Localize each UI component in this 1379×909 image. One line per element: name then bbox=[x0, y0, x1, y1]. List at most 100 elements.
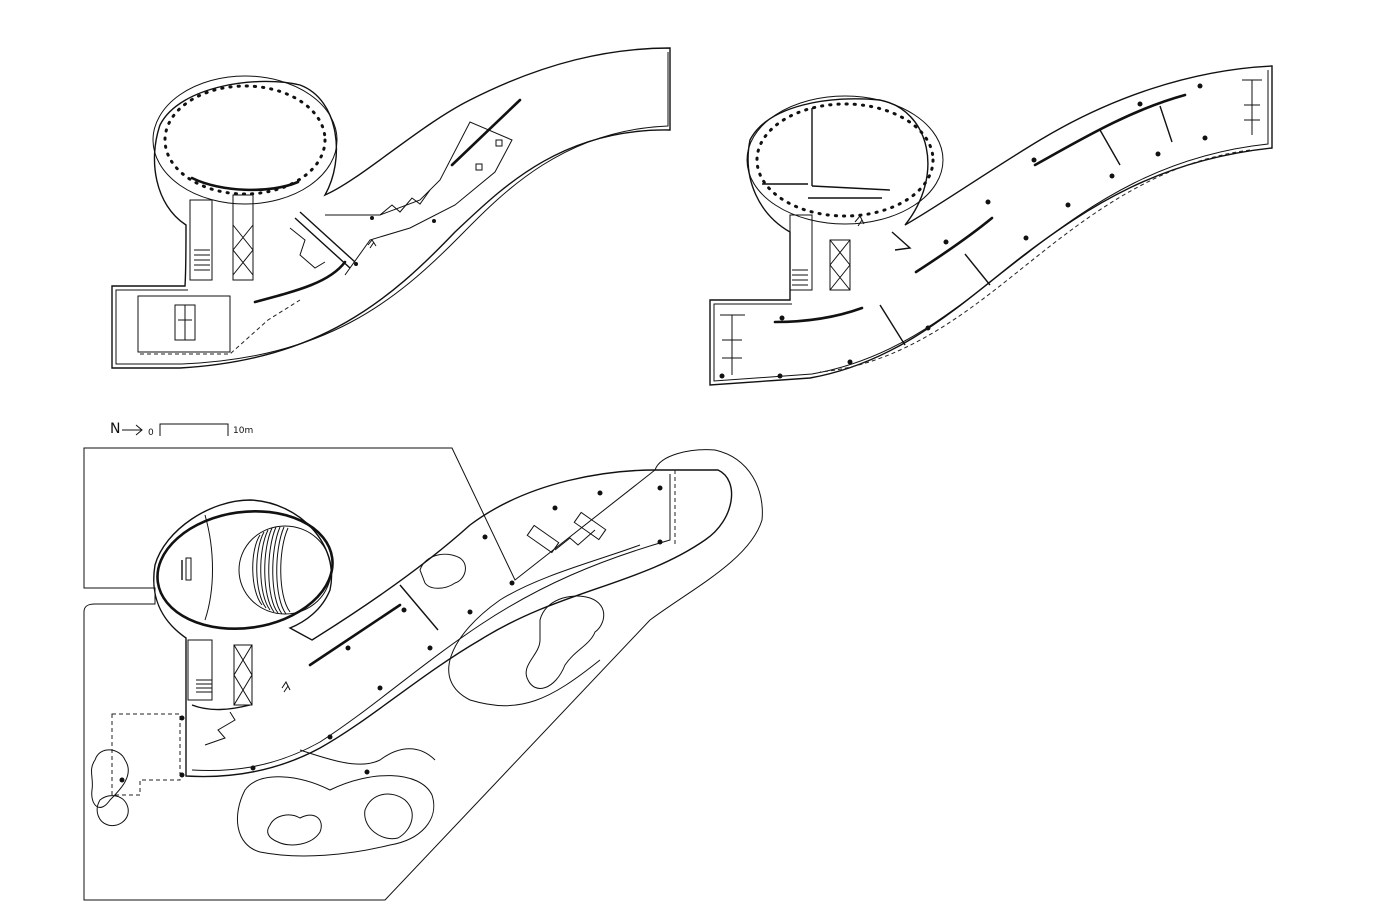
plan2-core-right bbox=[829, 239, 851, 291]
plan2-wc-right bbox=[1242, 79, 1262, 135]
plan1-upper-wall bbox=[450, 98, 522, 167]
plan1-zigzag bbox=[379, 189, 431, 216]
plan2-column-8 bbox=[1202, 135, 1208, 141]
plan2-column-10 bbox=[1137, 101, 1143, 107]
plan2-gallery-wall-mid bbox=[914, 216, 994, 274]
ground-stage-slot bbox=[185, 557, 192, 581]
plan-upper-floor-left bbox=[111, 47, 671, 369]
plan2-column-7 bbox=[1155, 151, 1161, 157]
plan2-figure bbox=[854, 215, 865, 227]
plan1-gallery-wall bbox=[253, 260, 347, 304]
plan1-vshape bbox=[289, 227, 326, 269]
plan2-column-13 bbox=[943, 239, 949, 245]
plan2-core-cross bbox=[829, 239, 851, 291]
plan-upper-floor-right bbox=[709, 65, 1273, 386]
north-arrow-icon bbox=[122, 424, 143, 436]
plan2-auditorium-wall bbox=[746, 95, 944, 225]
plan2-cross-wall-4 bbox=[1159, 105, 1173, 143]
plan2-partition-h1 bbox=[811, 185, 891, 191]
plan2-column-11 bbox=[1197, 83, 1203, 89]
plan1-bottom-room bbox=[137, 295, 231, 353]
ground-walkway-line bbox=[448, 544, 641, 707]
plan2-core-left bbox=[789, 214, 813, 291]
landscape-blob-6 bbox=[419, 553, 466, 589]
plan1-ramp-edge bbox=[294, 211, 356, 269]
plan1-inner-wall bbox=[115, 52, 669, 365]
plan2-column-4 bbox=[1023, 235, 1029, 241]
ground-display-case-2 bbox=[573, 511, 607, 541]
ground-display-zigzag bbox=[554, 529, 596, 551]
plan2-seating-ring bbox=[755, 102, 935, 218]
ground-terrace-line bbox=[111, 713, 181, 796]
ground-seating-arcs bbox=[238, 525, 332, 615]
ground-wall-diagonal-2 bbox=[399, 584, 439, 631]
landscape-blob-1 bbox=[525, 595, 605, 689]
landscape-blob-2 bbox=[91, 749, 129, 808]
plan2-column-9 bbox=[1031, 157, 1037, 163]
landscape-blob-3 bbox=[236, 775, 435, 857]
north-label: N bbox=[110, 421, 121, 437]
plan1-outer-wall bbox=[111, 47, 671, 369]
plan2-gallery-wall-upper bbox=[1033, 93, 1187, 167]
ground-columns bbox=[119, 485, 663, 783]
plan1-column-1 bbox=[354, 262, 358, 266]
plan2-column-2 bbox=[847, 359, 853, 365]
ground-core-left bbox=[187, 639, 213, 701]
plan1-core-right bbox=[232, 194, 254, 281]
plan2-column-6 bbox=[1109, 173, 1115, 179]
plan2-stairs bbox=[792, 269, 808, 286]
plan1-wc bbox=[174, 304, 196, 341]
plan1-column-2 bbox=[432, 219, 436, 223]
ground-vshape bbox=[204, 711, 236, 746]
ground-auditorium-divider bbox=[204, 514, 213, 621]
plan2-entry-wall bbox=[891, 231, 912, 251]
plan2-cross-wall-2 bbox=[964, 253, 991, 286]
plan2-wc-left bbox=[720, 314, 745, 375]
plan1-display-wall bbox=[325, 121, 513, 276]
plan1-column-sq-1 bbox=[475, 163, 483, 171]
ground-core-cross bbox=[233, 644, 253, 706]
plan2-column-3 bbox=[925, 325, 931, 331]
ground-building-outline bbox=[153, 469, 733, 778]
plan2-skin-line bbox=[819, 149, 1251, 373]
landscape-blob-5 bbox=[364, 793, 413, 840]
plan1-bottom-room-dash bbox=[140, 299, 301, 355]
ground-figure bbox=[281, 681, 291, 693]
plan1-column-sq-2 bbox=[495, 139, 503, 147]
scale-end-label: 10m bbox=[233, 426, 254, 436]
plan1-seating-ring bbox=[163, 84, 327, 196]
plan1-figure bbox=[367, 239, 377, 249]
plan2-outer-wall bbox=[709, 65, 1273, 386]
ground-stairs bbox=[196, 679, 212, 693]
ground-wall-lower bbox=[191, 704, 251, 711]
plan1-core-cross bbox=[232, 224, 254, 276]
plan2-cross-wall-1 bbox=[879, 304, 906, 346]
plan1-core-left bbox=[189, 199, 213, 281]
plan2-column-12 bbox=[985, 199, 991, 205]
plan1-column-3 bbox=[370, 216, 374, 220]
landscape-blob-7 bbox=[96, 795, 129, 827]
ground-auditorium-wall bbox=[156, 509, 334, 631]
plan2-gallery-wall-lower bbox=[773, 306, 864, 324]
north-arrow-scale-bar bbox=[122, 423, 229, 436]
plan1-stage-edge bbox=[190, 176, 300, 192]
site-boundary bbox=[83, 447, 763, 901]
plan1-stairs bbox=[194, 249, 210, 271]
ground-display-case-1 bbox=[526, 524, 560, 554]
plan2-cross-wall-3 bbox=[1099, 129, 1121, 166]
plan2-column-15 bbox=[719, 373, 725, 379]
ground-inner-outline bbox=[191, 474, 671, 772]
ground-wall-diagonal bbox=[308, 603, 402, 667]
plan1-auditorium-wall bbox=[152, 75, 338, 205]
landscape-blob-4 bbox=[267, 814, 322, 846]
plan-ground-floor-site bbox=[83, 447, 763, 901]
plan2-inner-wall bbox=[713, 70, 1269, 382]
scale-start-label: 0 bbox=[148, 428, 154, 438]
scale-bar-line bbox=[159, 423, 229, 436]
ground-walkway-line-2 bbox=[299, 748, 436, 765]
ground-core-right bbox=[233, 644, 253, 706]
plan2-column-1 bbox=[779, 315, 785, 321]
plan2-column-5 bbox=[1065, 202, 1071, 208]
plan2-column-14 bbox=[777, 373, 783, 379]
